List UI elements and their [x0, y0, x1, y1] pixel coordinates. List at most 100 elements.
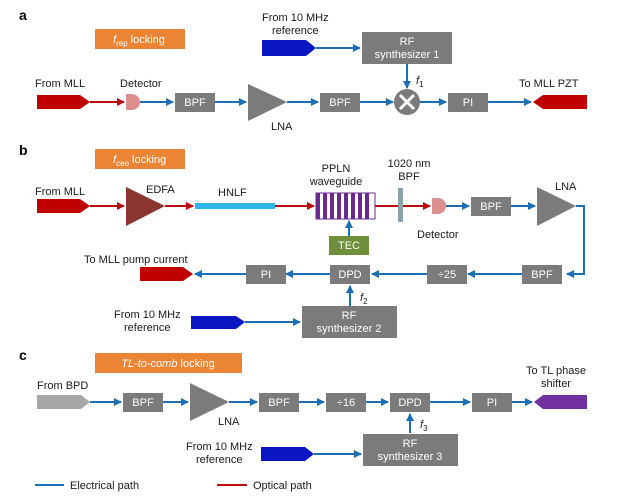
svg-text:÷25: ÷25: [438, 269, 456, 281]
panel-b: b fceo locking From MLL EDFA HNLF PPLN w…: [19, 142, 585, 338]
svg-text:BPF: BPF: [268, 397, 290, 409]
svg-text:frep locking: frep locking: [113, 34, 165, 48]
lna-amplifier-icon: [190, 383, 229, 421]
source-label: From MLL: [35, 78, 85, 90]
rf-synthesizer-1: RF synthesizer 1: [362, 32, 452, 64]
lna-amplifier-icon: [248, 84, 287, 121]
svg-text:RF: RF: [403, 438, 418, 450]
lna-label: LNA: [555, 181, 577, 193]
ref-10mhz-source-icon: [262, 40, 316, 56]
bpd-source-icon: [37, 395, 90, 409]
svg-text:RF: RF: [400, 36, 415, 48]
detector-label: Detector: [120, 78, 162, 90]
bpf-1: BPF: [175, 93, 215, 112]
ref-label-line2: reference: [196, 454, 242, 466]
divider-16: ÷16: [326, 393, 366, 412]
divider-25: ÷25: [427, 265, 467, 284]
ref-label-line2: reference: [124, 322, 170, 334]
svg-text:BPF: BPF: [184, 97, 206, 109]
detector-icon: [126, 94, 140, 110]
svg-text:BPF: BPF: [132, 397, 154, 409]
mll-source-icon: [37, 95, 90, 109]
f3-label: f3: [420, 419, 428, 433]
bpf-2: BPF: [320, 93, 360, 112]
dpd-box: DPD: [330, 265, 370, 284]
pi-controller: PI: [246, 265, 286, 284]
ref-label-line1: From 10 MHz: [262, 12, 329, 24]
ppln-waveguide-icon: [315, 192, 376, 220]
frep-locking-tag: frep locking: [95, 29, 185, 49]
legend-optical-label: Optical path: [253, 480, 312, 492]
tag-subscript: rep: [116, 39, 128, 48]
ppln-label-line1: PPLN: [322, 163, 351, 175]
svg-text:DPD: DPD: [338, 269, 361, 281]
ref-label-line1: From 10 MHz: [186, 441, 253, 453]
svg-text:PI: PI: [487, 397, 497, 409]
source-label: From MLL: [35, 186, 85, 198]
output-label: To MLL pump current: [84, 254, 188, 266]
svg-text:BPF: BPF: [480, 201, 502, 213]
panel-b-letter: b: [19, 142, 28, 158]
tl-to-comb-locking-tag: TL-to-comb locking: [95, 353, 242, 373]
f1-label: f1: [416, 75, 424, 89]
output-label: To MLL PZT: [519, 78, 579, 90]
tl-phase-shifter-icon: [534, 395, 587, 409]
svg-text:PI: PI: [261, 269, 271, 281]
legend-electrical-label: Electrical path: [70, 480, 139, 492]
detector-icon: [432, 198, 446, 214]
svg-text:TEC: TEC: [338, 240, 360, 252]
output-label-line1: To TL phase: [526, 365, 586, 377]
mixer-icon: [394, 89, 420, 115]
legend: Electrical path Optical path: [35, 480, 312, 492]
svg-text:÷16: ÷16: [337, 397, 355, 409]
detector-label: Detector: [417, 229, 459, 241]
1020nm-filter-icon: [398, 188, 403, 222]
panel-a-letter: a: [19, 7, 27, 23]
svg-text:BPF: BPF: [531, 269, 553, 281]
dpd-box: DPD: [390, 393, 430, 412]
f2-label: f2: [360, 292, 368, 306]
fceo-locking-tag: fceo locking: [95, 149, 185, 169]
loop-back-path: [566, 205, 585, 278]
ref-label-line1: From 10 MHz: [114, 309, 181, 321]
tec-box: TEC: [329, 236, 369, 255]
pi-controller: PI: [448, 93, 488, 112]
bpf-1: BPF: [123, 393, 163, 412]
mll-pump-output-icon: [140, 267, 193, 281]
svg-text:DPD: DPD: [398, 397, 421, 409]
bpf-2: BPF: [522, 265, 562, 284]
ref-10mhz-source-icon: [191, 316, 245, 329]
filter-label-line2: BPF: [398, 171, 420, 183]
svg-text:PI: PI: [463, 97, 473, 109]
pi-controller: PI: [472, 393, 512, 412]
source-label: From BPD: [37, 380, 88, 392]
ppln-label-line2: waveguide: [309, 176, 363, 188]
edfa-label: EDFA: [146, 184, 175, 196]
bpf-2: BPF: [259, 393, 299, 412]
mll-source-icon: [37, 199, 90, 213]
tag-f-symbol: f: [113, 34, 117, 46]
svg-text:fceo locking: fceo locking: [113, 154, 166, 168]
svg-text:TL-to-comb locking: TL-to-comb locking: [121, 358, 215, 370]
panel-a: a frep locking From 10 MHz reference RF …: [19, 7, 587, 133]
svg-text:synthesizer 3: synthesizer 3: [378, 451, 443, 463]
svg-text:RF: RF: [342, 310, 357, 322]
lna-label: LNA: [271, 121, 293, 133]
lna-label: LNA: [218, 416, 240, 428]
hnlf-fiber-icon: [195, 203, 275, 209]
svg-text:synthesizer 1: synthesizer 1: [375, 49, 440, 61]
hnlf-label: HNLF: [218, 187, 247, 199]
ref-10mhz-source-icon: [261, 447, 314, 461]
ref-label-line2: reference: [272, 25, 318, 37]
bpf-1: BPF: [471, 197, 511, 216]
mll-pzt-output-icon: [533, 95, 587, 109]
panel-c-letter: c: [19, 347, 27, 363]
panel-c: c TL-to-comb locking From BPD BPF LNA BP…: [19, 347, 587, 466]
rf-synthesizer-2: RF synthesizer 2: [302, 306, 397, 338]
edfa-amplifier-icon: [126, 187, 165, 226]
tag-rest: locking: [128, 34, 165, 46]
svg-text:synthesizer 2: synthesizer 2: [317, 323, 382, 335]
svg-text:BPF: BPF: [329, 97, 351, 109]
output-label-line2: shifter: [541, 378, 571, 390]
